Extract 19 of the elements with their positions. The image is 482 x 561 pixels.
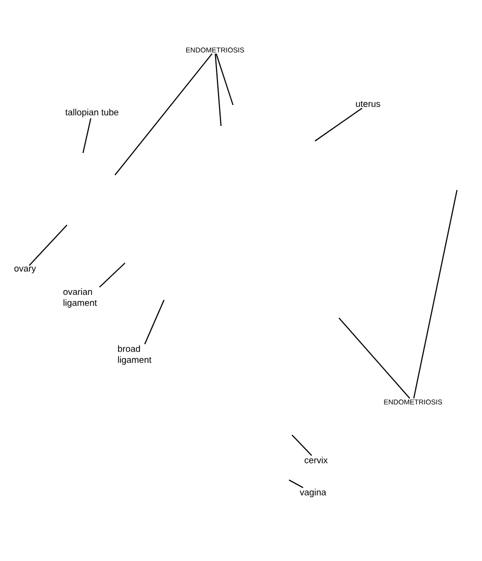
leader-line	[288, 480, 304, 488]
leader-line	[216, 54, 234, 106]
label-text: ovary	[14, 266, 36, 274]
label-text: broad ligament	[118, 345, 152, 365]
label-text: cervix	[304, 456, 328, 464]
label-text: uterus	[356, 101, 380, 107]
label-text: vagina	[300, 488, 326, 498]
leader-line	[114, 53, 212, 176]
label-text: ovarian ligament	[63, 288, 97, 308]
leader-line	[82, 118, 92, 154]
leader-line	[413, 190, 458, 398]
leader-line	[314, 108, 362, 142]
leader-line	[292, 434, 312, 456]
label-text: tallopian tube	[65, 108, 118, 118]
leader-line	[99, 262, 126, 288]
leader-line	[28, 224, 68, 266]
leader-line	[214, 54, 222, 126]
leader-line	[144, 300, 164, 344]
leader-line	[338, 318, 410, 399]
